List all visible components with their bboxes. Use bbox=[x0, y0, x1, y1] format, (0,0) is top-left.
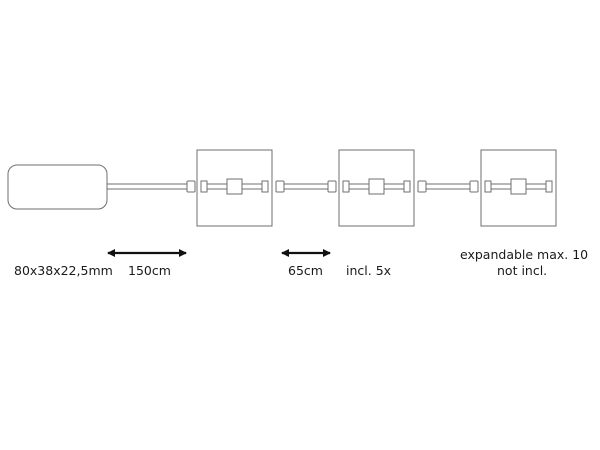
expandable-label: expandable max. 10 bbox=[460, 247, 589, 262]
link-cable-length-label: 65cm bbox=[288, 263, 323, 278]
link-cable-1 bbox=[275, 180, 337, 193]
included-count-label: incl. 5x bbox=[346, 263, 392, 278]
connector-plug bbox=[186, 180, 196, 193]
led-panel-3 bbox=[480, 149, 557, 227]
driver-dimensions-label: 80x38x22,5mm bbox=[14, 263, 113, 278]
led-panel-1 bbox=[196, 149, 273, 227]
main-cable-length-label: 150cm bbox=[128, 263, 171, 278]
link-cable-2 bbox=[417, 180, 479, 193]
main-cable bbox=[107, 183, 187, 190]
driver-box bbox=[7, 164, 108, 210]
not-included-label: not incl. bbox=[497, 263, 548, 278]
led-panel-2 bbox=[338, 149, 415, 227]
